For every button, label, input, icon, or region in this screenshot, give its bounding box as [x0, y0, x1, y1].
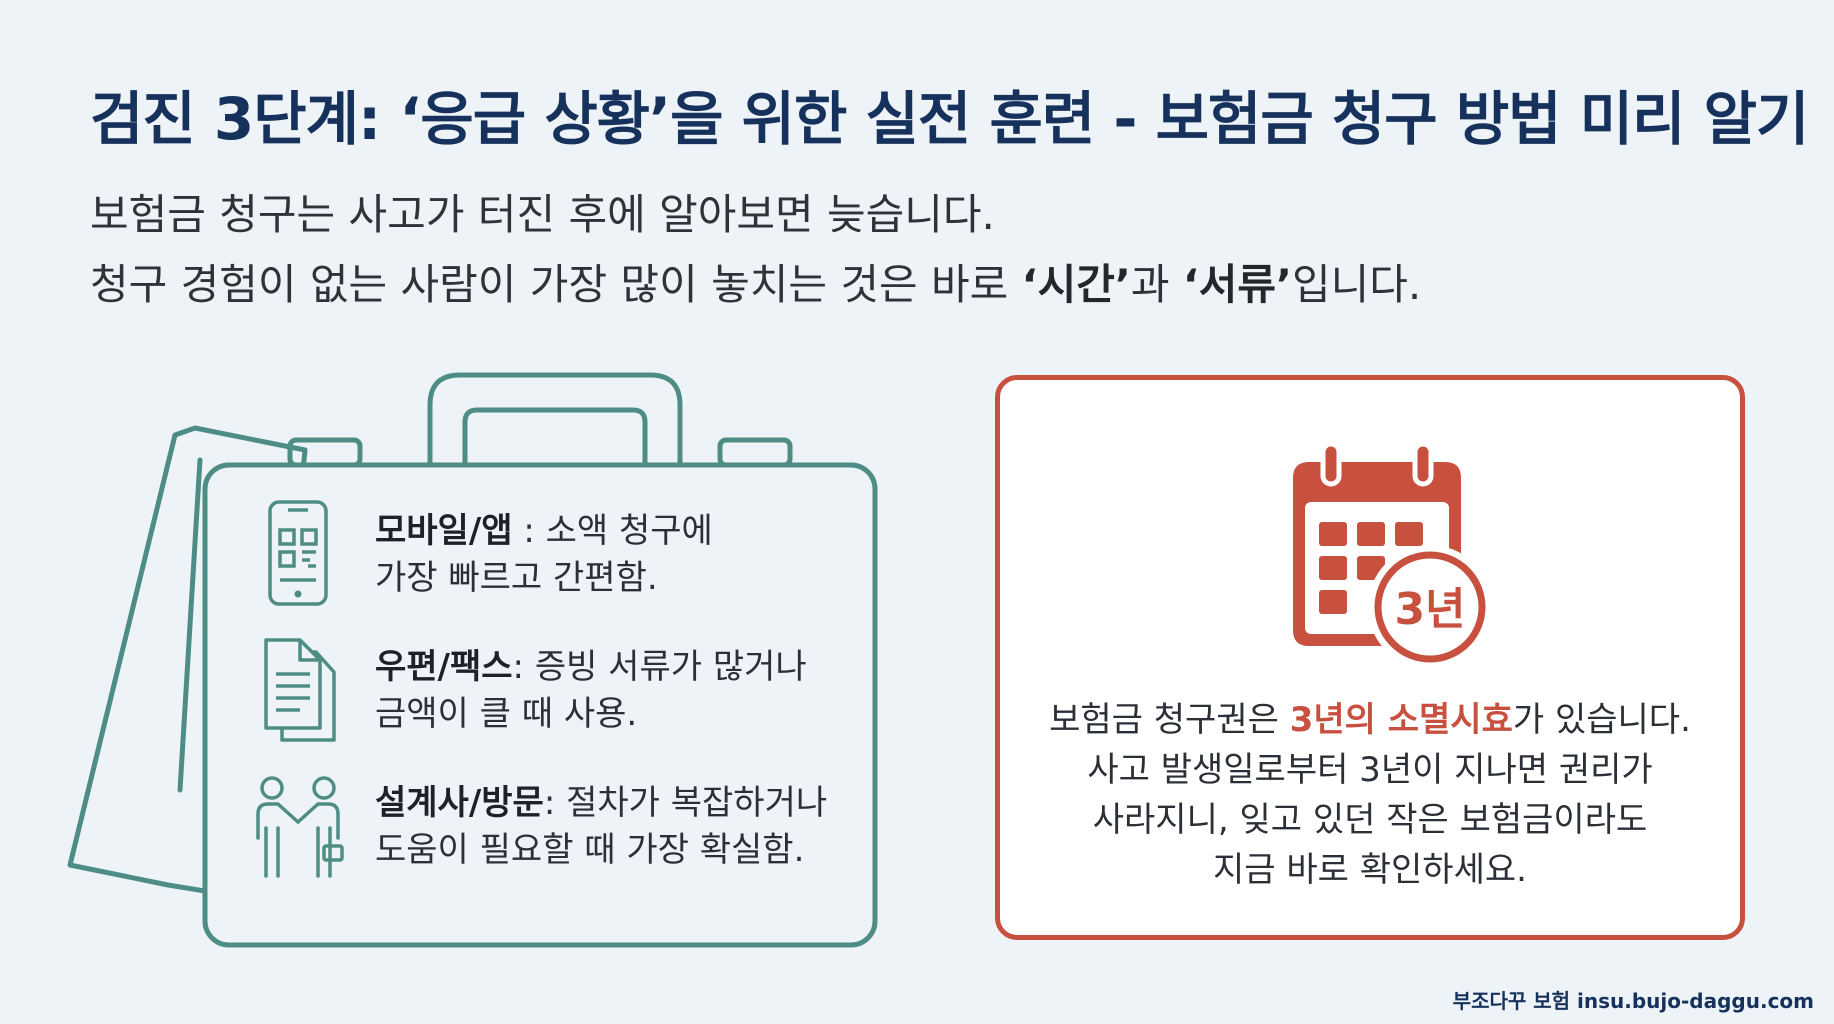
- handshake-icon: [256, 776, 344, 878]
- briefcase-icon: [67, 372, 878, 948]
- method-title: 설계사/방문: [375, 783, 544, 823]
- intro-emphasis-documents: ‘서류’: [1182, 260, 1293, 309]
- notice-line-4: 지금 바로 확인하세요.: [1213, 850, 1527, 890]
- intro-line-2: 청구 경험이 없는 사람이 가장 많이 놓치는 것은 바로 ‘시간’과 ‘서류’…: [90, 250, 1421, 320]
- method-desc: 소액 청구에: [545, 511, 713, 551]
- method-separator: :: [543, 783, 567, 823]
- intro-emphasis-time: ‘시간’: [1021, 260, 1131, 309]
- method-desc: 가장 빠르고 간편함.: [375, 558, 658, 598]
- notice-line-3: 사라지니, 잊고 있던 작은 보험금이라도: [1092, 800, 1648, 840]
- method-separator: :: [512, 647, 535, 687]
- method-desc: 절차가 복잡하거나: [566, 783, 828, 823]
- intro-text: 청구 경험이 없는 사람이 가장 많이 놓치는 것은 바로: [90, 260, 1022, 309]
- notice-text-part: 가 있습니다.: [1512, 700, 1691, 740]
- notice-line-2: 사고 발생일로부터 3년이 지나면 권리가: [1087, 750, 1653, 790]
- calendar-badge: 3년: [1265, 440, 1505, 680]
- claim-methods: 모바일/앱 : 소액 청구에 가장 빠르고 간편함. 우편/팩스: 증빙 서류가…: [250, 500, 870, 908]
- notice-highlight: 3년의 소멸시효: [1289, 700, 1513, 740]
- statute-notice-card: 3년 보험금 청구권은 3년의 소멸시효가 있습니다. 사고 발생일로부터 3년…: [995, 375, 1745, 940]
- intro-line-1: 보험금 청구는 사고가 터진 후에 알아보면 늦습니다.: [90, 190, 995, 239]
- document-icon: [264, 638, 336, 742]
- intro: 보험금 청구는 사고가 터진 후에 알아보면 늦습니다. 청구 경험이 없는 사…: [90, 180, 1421, 320]
- method-title: 우편/팩스: [375, 647, 513, 687]
- briefcase-panel: 모바일/앱 : 소액 청구에 가장 빠르고 간편함. 우편/팩스: 증빙 서류가…: [60, 360, 890, 960]
- method-separator: :: [512, 511, 546, 551]
- calendar-icon: 3년: [1293, 441, 1492, 669]
- method-item-mail-fax: 우편/팩스: 증빙 서류가 많거나 금액이 클 때 사용.: [250, 636, 870, 772]
- method-desc: 금액이 클 때 사용.: [375, 694, 638, 734]
- method-text: 모바일/앱 : 소액 청구에 가장 빠르고 간편함.: [375, 508, 855, 602]
- notice-text: 보험금 청구권은 3년의 소멸시효가 있습니다. 사고 발생일로부터 3년이 지…: [1000, 695, 1740, 895]
- method-item-mobile: 모바일/앱 : 소액 청구에 가장 빠르고 간편함.: [250, 500, 870, 636]
- method-desc: 증빙 서류가 많거나: [534, 647, 807, 687]
- method-title: 모바일/앱: [375, 511, 513, 551]
- method-item-agent-visit: 설계사/방문: 절차가 복잡하거나 도움이 필요할 때 가장 확실함.: [250, 772, 870, 908]
- method-text: 우편/팩스: 증빙 서류가 많거나 금액이 클 때 사용.: [375, 644, 855, 738]
- three-year-badge: 3년: [1394, 584, 1465, 635]
- method-text: 설계사/방문: 절차가 복잡하거나 도움이 필요할 때 가장 확실함.: [375, 780, 855, 874]
- intro-text: 입니다.: [1292, 260, 1422, 309]
- notice-text-part: 보험금 청구권은: [1049, 700, 1290, 740]
- intro-text: 과: [1130, 260, 1183, 309]
- method-desc: 도움이 필요할 때 가장 확실함.: [375, 830, 805, 870]
- mobile-phone-icon: [268, 500, 328, 606]
- notice-line-1: 보험금 청구권은 3년의 소멸시효가 있습니다.: [1000, 695, 1740, 745]
- footer-credit: 부조다꾸 보험 insu.bujo-daggu.com: [1452, 989, 1814, 1013]
- page-title: 검진 3단계: ‘응급 상황’을 위한 실전 훈련 - 보험금 청구 방법 미리…: [90, 85, 1809, 153]
